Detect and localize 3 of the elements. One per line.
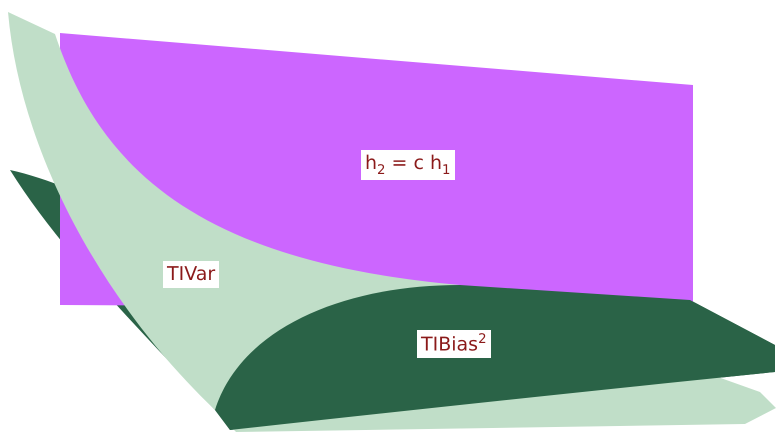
surface-label: TIBias$^{2}$ bbox=[417, 330, 491, 358]
surface-label: h$_{2}$ = c h$_{1}$ bbox=[361, 150, 455, 180]
surface-label: TIVar bbox=[163, 261, 220, 288]
